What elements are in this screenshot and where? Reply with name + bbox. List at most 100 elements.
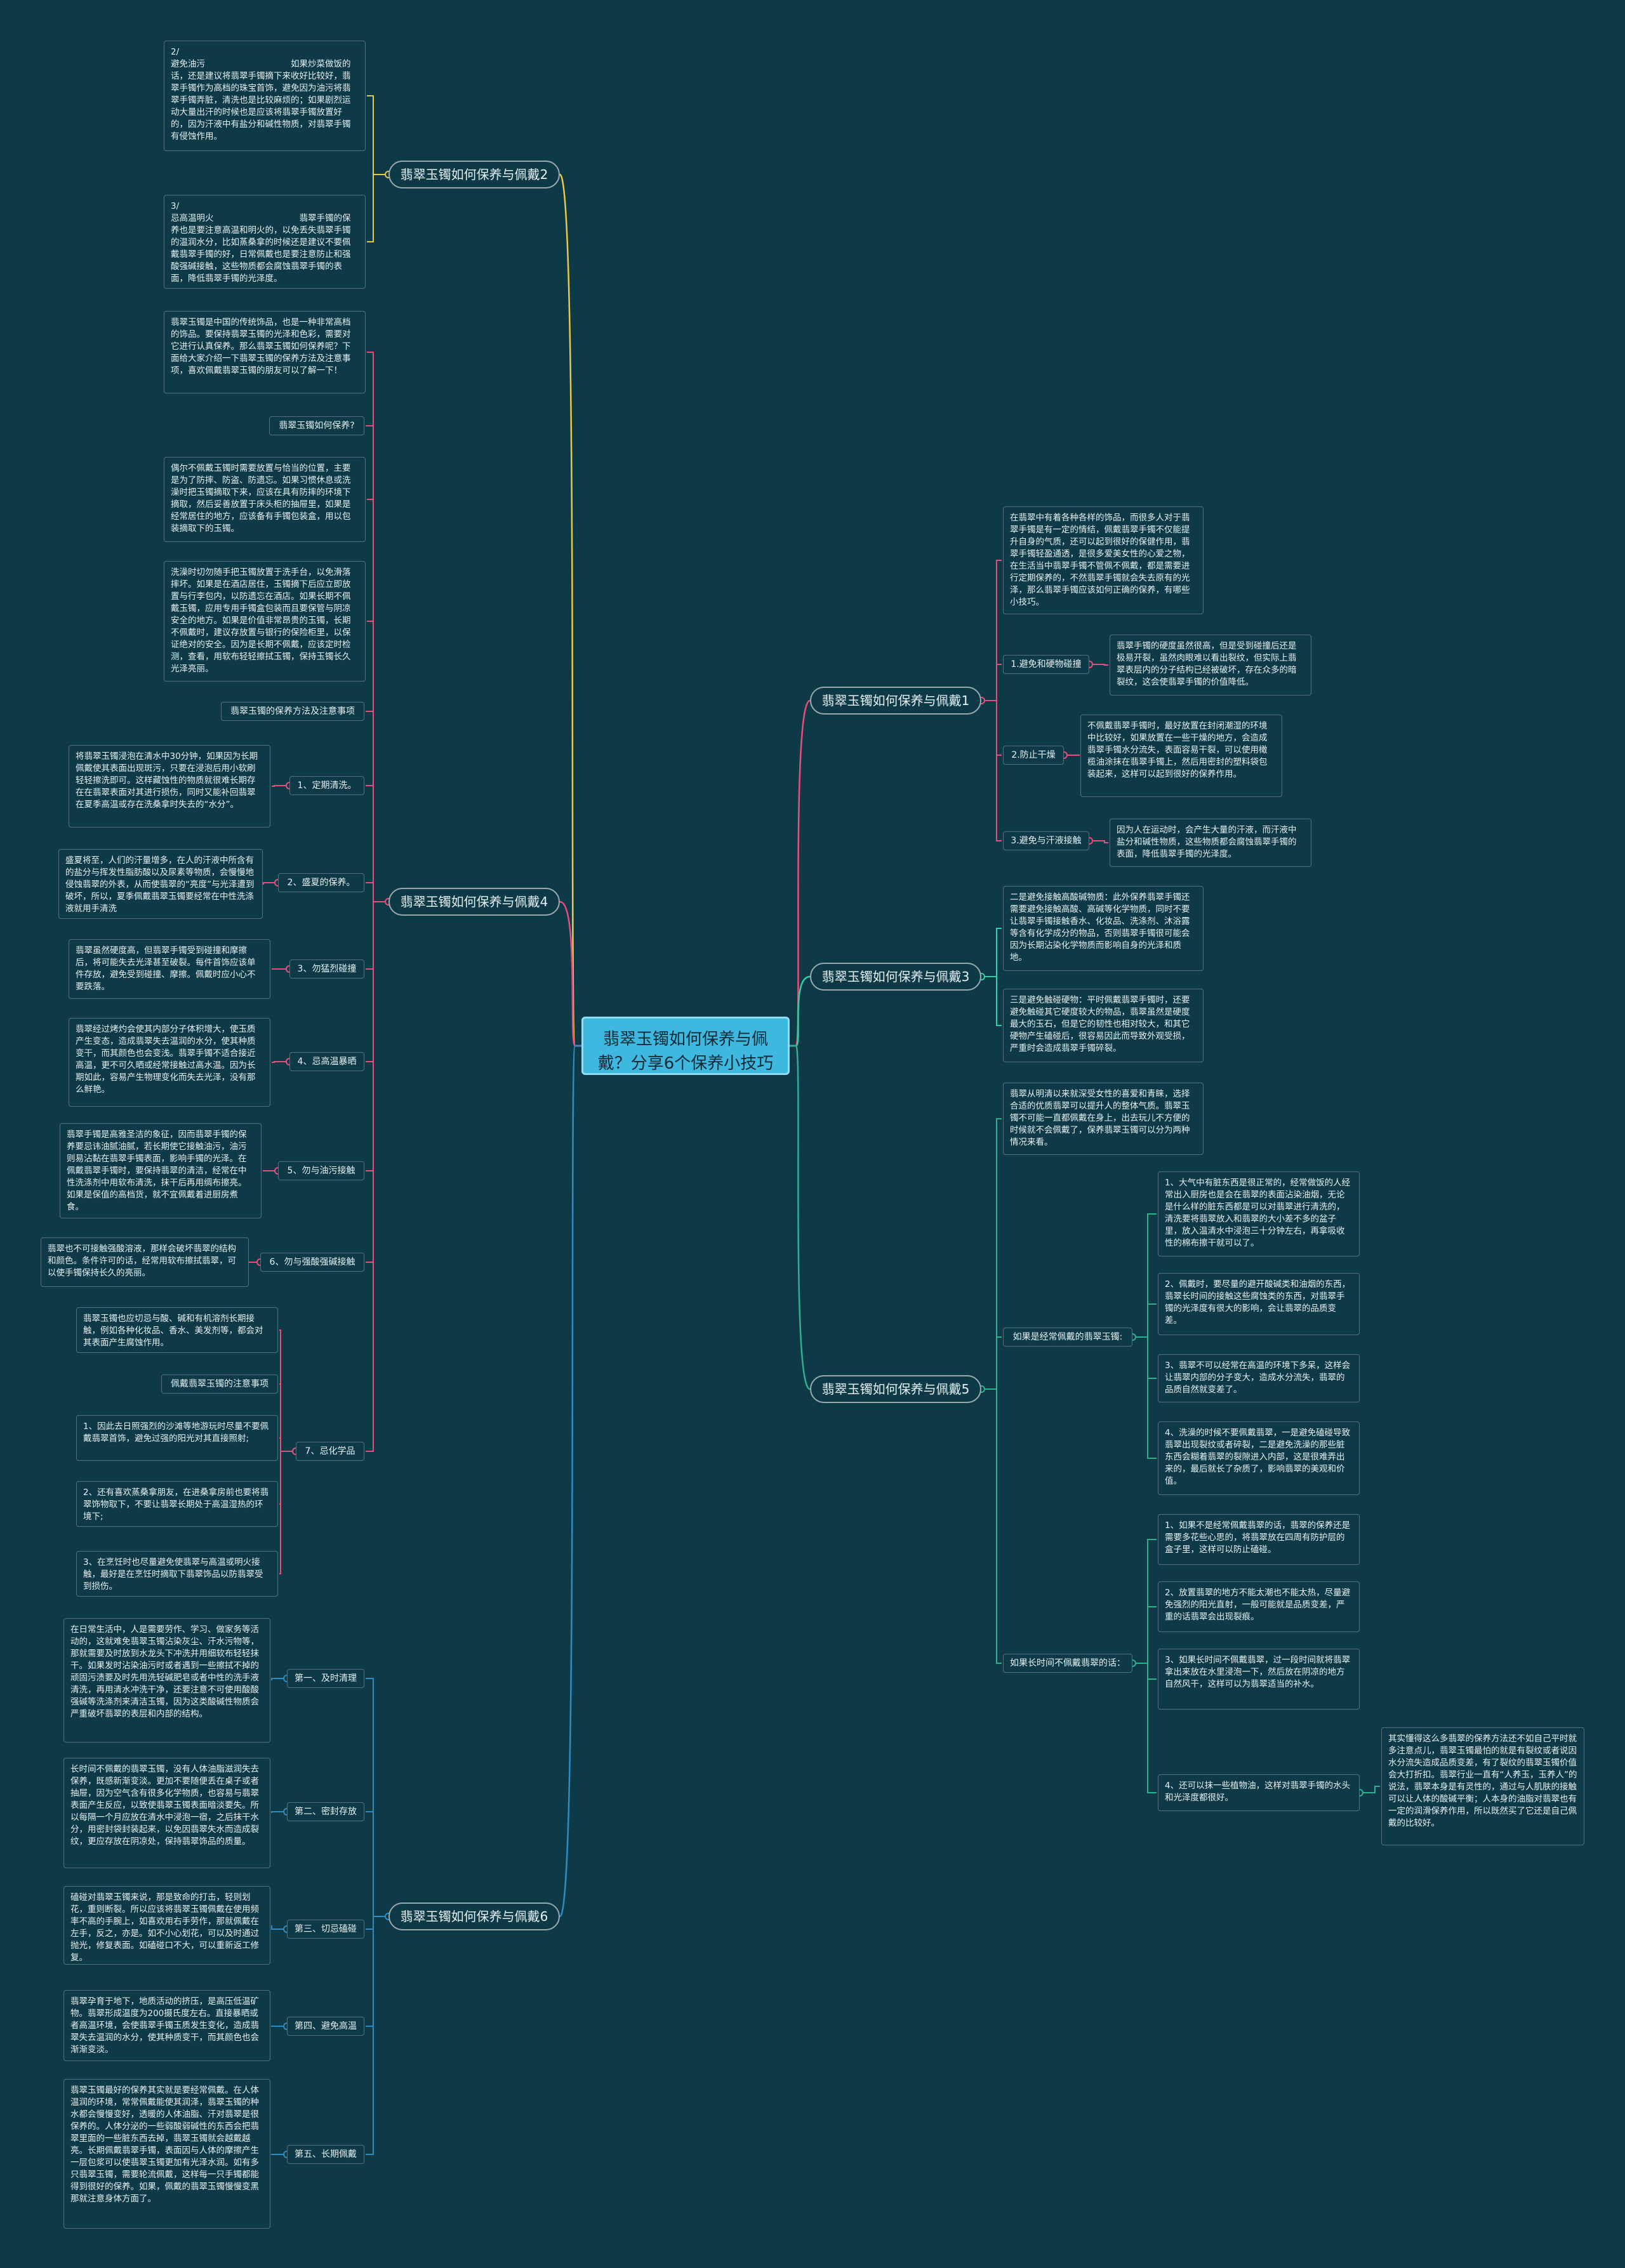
connector-line (1132, 1606, 1157, 1664)
connector-line (981, 1388, 1002, 1664)
connector-line (1132, 1663, 1157, 1680)
b4-method-1-label[interactable]: 1、定期清洗。 (289, 776, 364, 795)
b5-g1-item-3: 3、翡翠不可以经常在高温的环境下多呆，这样会让翡翠内部的分子变大，造成水分流失，… (1158, 1354, 1360, 1402)
b1-intro: 在翡翠中有着各种各样的饰品，而很多人对于翡翠手镯是有一定的情结，佩戴翡翠手镯不仅… (1003, 506, 1204, 614)
b4-method-4-label[interactable]: 4、忌高温暴晒 (289, 1052, 364, 1071)
b4-answer-1: 偶尔不佩戴玉镯时需要放置与恰当的位置，主要是为了防摔、防盗、防遗忘。如果习惯休息… (164, 457, 366, 542)
connector-line (1360, 1786, 1380, 1793)
connector-line (262, 882, 278, 885)
root-topic[interactable]: 翡翠玉镯如何保养与佩戴？分享6个保养小技巧 (581, 1017, 790, 1075)
b4-method-2-label[interactable]: 2、盛夏的保养。 (278, 873, 364, 892)
topic-branch-1[interactable]: 翡翠玉镯如何保养与佩戴1 (810, 687, 981, 715)
connector-line (1064, 755, 1080, 756)
b6-step-3: 磕碰对翡翠玉镯来说，那是致命的打击，轻则划花，重则断裂。所以应该将翡翠玉镯佩戴在… (63, 1886, 270, 1965)
connector-line (366, 901, 388, 970)
connector-line (366, 901, 388, 1171)
connector-line (367, 621, 388, 902)
b4-methods[interactable]: 翡翠玉镯的保养方法及注意事项 (221, 702, 364, 721)
connector-line (981, 664, 1002, 701)
b6-step-1-label[interactable]: 第一、及时清理 (287, 1669, 364, 1688)
connector-line (1132, 1213, 1157, 1338)
topic-branch-6[interactable]: 翡翠玉镯如何保养与佩戴6 (388, 1902, 560, 1930)
connector-line (366, 901, 388, 1452)
b5-group-1-label[interactable]: 如果是经常佩戴的翡翠玉镯: (1003, 1328, 1132, 1347)
connector-line (279, 1451, 296, 1574)
connector-line (271, 1678, 287, 1680)
b5-group-2-label[interactable]: 如果长时间不佩戴翡翠的话： (1003, 1654, 1132, 1673)
topic-branch-2[interactable]: 翡翠玉镯如何保养与佩戴2 (388, 161, 560, 188)
connector-line (366, 425, 388, 902)
b5-intro: 翡翠从明清以来就深受女性的喜爱和青睐，选择合适的优质翡翠可以提升人的整体气质。翡… (1003, 1083, 1204, 1155)
connector-line (1132, 1336, 1157, 1459)
connector-line (1089, 664, 1108, 666)
b4-intro: 翡翠玉镯是中国的传统饰品，也是一种非常高档的饰品。要保持翡翠玉镯的光泽和色彩，需… (164, 311, 366, 393)
b1-tip-3-label[interactable]: 3.避免与汗液接触 (1003, 831, 1089, 850)
b4-method-3: 翡翠虽然硬度高，但翡翠手镯受到碰撞和摩擦后，将可能失去光泽甚至破裂。每件首饰应该… (69, 939, 270, 999)
connector-line (367, 352, 388, 902)
b1-tip-2: 不佩戴翡翠手镯时，最好放置在封闭潮湿的环境中比较好，如果放置在一些干燥的地方，会… (1080, 715, 1282, 797)
connector-line (271, 1811, 287, 1813)
connector-line (559, 1045, 581, 1918)
connector-line (981, 700, 1002, 841)
connector-line (366, 901, 388, 1062)
b5-g1-item-4: 4、洗澡的时候不要佩戴翡翠，一是避免磕碰导致翡翠出现裂纹或者碎裂，二是避免洗澡的… (1158, 1421, 1360, 1495)
b1-tip-2-label[interactable]: 2.防止干燥 (1003, 746, 1064, 765)
b5-g2-item-3: 3、如果长时间不佩戴翡翠，过一段时间就将翡翠拿出来放在水里浸泡一下，然后放在阴凉… (1158, 1649, 1360, 1710)
connector-line (367, 174, 388, 242)
connector-line (790, 975, 811, 1047)
b4-method-7-label[interactable]: 7、忌化学品 (296, 1442, 364, 1461)
topic-branch-4[interactable]: 翡翠玉镯如何保养与佩戴4 (388, 888, 560, 916)
connector-line (981, 976, 1002, 1026)
connector-line (559, 173, 581, 1047)
topic-branch-3[interactable]: 翡翠玉镯如何保养与佩戴3 (810, 963, 981, 991)
connector-line (366, 1678, 388, 1917)
b5-g1-item-2: 2、佩戴时，要尽量的避开酸碱类和油烟的东西，翡翠长时间的接触这些腐蚀类的东西，对… (1158, 1273, 1360, 1335)
b5-closing-note: 其实懂得这么多翡翠的保养方法还不如自己平时就多注意点儿，翡翠玉镯最怕的就是有裂纹… (1381, 1727, 1584, 1845)
connector-line (1132, 1303, 1157, 1338)
connector-line (366, 711, 388, 902)
b5-g1-item-1: 1、大气中有脏东西是很正常的，经常做饭的人经常出入厨房也是会在翡翠的表面沾染油烟… (1158, 1171, 1360, 1256)
connector-line (1132, 1336, 1157, 1379)
b6-step-4: 翡翠孕育于地下，地质活动的挤压，是高压低温矿物。翡翠形成温度为200摄氏度左右。… (63, 1990, 270, 2061)
b4-question[interactable]: 翡翠玉镯如何保养? (269, 416, 364, 435)
connector-line (279, 1383, 296, 1452)
connector-line (1089, 840, 1108, 843)
topic-branch-5[interactable]: 翡翠玉镯如何保养与佩戴5 (810, 1375, 981, 1403)
b4-method-5-label[interactable]: 5、勿与油污接触 (278, 1161, 364, 1180)
b4-answer-2: 洗澡时切勿随手把玉镯放置于洗手台，以免滑落摔坏。如果是在酒店居住，玉镯摘下后应立… (164, 561, 366, 682)
connector-line (366, 1916, 388, 1930)
b6-step-2-label[interactable]: 第二、密封存放 (287, 1802, 364, 1821)
connector-line (981, 700, 1002, 756)
b4-method-7c: 1、因此去日照强烈的沙滩等地游玩时尽量不要佩戴翡翠首饰，避免过强的阳光对其直接照… (76, 1415, 278, 1461)
connector-line (366, 785, 388, 902)
b4-method-7a: 翡翠玉镯也应切忌与酸、碱和有机溶剂长期接触，例如各种化妆品、香水、美发剂等，都会… (76, 1307, 278, 1353)
b4-method-6-label[interactable]: 6、勿与强酸强碱接触 (260, 1253, 364, 1272)
b4-method-4: 翡翠经过烤灼会使其内部分子体积增大，使玉质产生变态，造成翡翠失去温润的水分，使其… (69, 1018, 270, 1107)
b4-method-7b[interactable]: 佩戴翡翠玉镯的注意事项 (161, 1375, 278, 1394)
b5-g2-item-4: 4、还可以抹一些植物油，这样对翡翠手镯的水头和光泽度都很好。 (1158, 1774, 1360, 1811)
b6-step-1: 在日常生活中，人是需要劳作、学习、做家务等活动的，这就难免翡翠玉镯沾染灰尘、汗水… (63, 1618, 270, 1743)
connector-line (366, 1916, 388, 2027)
b4-method-7d: 2、还有喜欢蒸桑拿朋友，在进桑拿房前也要将翡翠饰物取下，不要让翡翠长期处于高温湿… (76, 1481, 278, 1527)
connector-line (981, 560, 1002, 701)
b3-note-1: 二是避免接触高酸碱物质：此外保养翡翠手镯还需要避免接触高酸、高碱等化学物质，同时… (1003, 886, 1204, 971)
connector-line (790, 1045, 811, 1390)
b6-step-3-label[interactable]: 第三、切忌磕碰 (287, 1920, 364, 1939)
b6-step-4-label[interactable]: 第四、避免高温 (287, 2017, 364, 2036)
b2-note-1: 2/ 避免油污 如果炒菜做饭的话，还是建议将翡翠手镯摘下来收好比较好，翡翠手镯作… (164, 41, 366, 151)
b4-method-1: 将翡翠玉镯浸泡在清水中30分钟，如果因为长期佩戴使其表面出现斑污，只要在浸泡后用… (69, 745, 270, 827)
connector-line (366, 882, 388, 902)
connector-line (1132, 1539, 1157, 1664)
b4-method-3-label[interactable]: 3、勿猛烈碰撞 (289, 959, 364, 979)
b2-note-2: 3/ 忌高温明火 翡翠手镯的保养也是要注意高温和明火的，以免丢失翡翠手镯的温润水… (164, 195, 366, 289)
b3-note-2: 三是避免触碰硬物：平时佩戴翡翠手镯时，还要避免触碰其它硬度较大的物品，翡翠虽然是… (1003, 989, 1204, 1062)
b1-tip-1-label[interactable]: 1.避免和硬物碰撞 (1003, 655, 1089, 674)
connector-line (367, 95, 388, 175)
connector-line (981, 1336, 1002, 1390)
b6-step-5-label[interactable]: 第五、长期佩戴 (287, 2145, 364, 2164)
connector-line (271, 1925, 287, 1930)
connector-line (279, 1451, 296, 1505)
b4-method-5: 翡翠手镯是高雅圣洁的象征，因而翡翠手镯的保养要忌讳油腻油腻，若长期使它接触油污，… (60, 1123, 262, 1218)
